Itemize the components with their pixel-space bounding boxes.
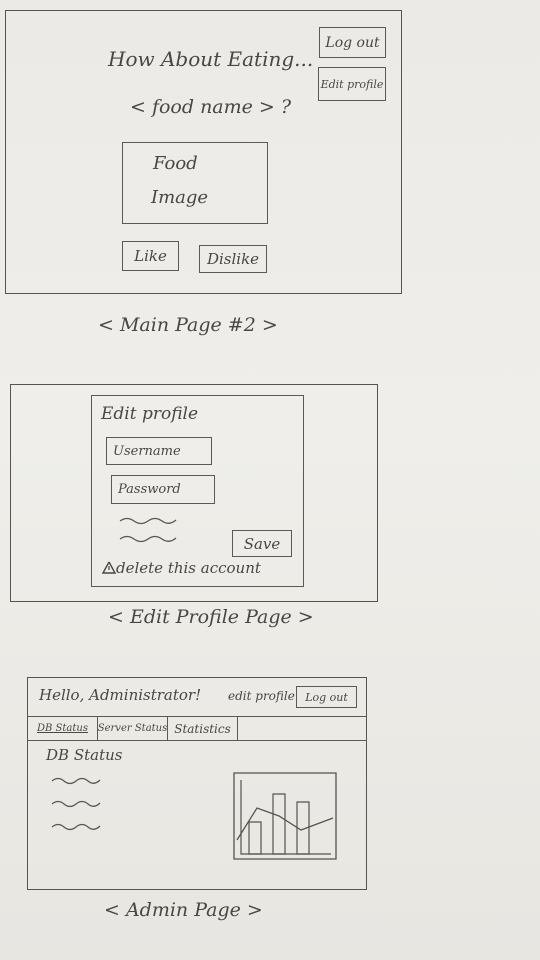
like-button[interactable]: Like (122, 241, 179, 271)
admin-section-title: DB Status (46, 746, 123, 764)
tab-db-status-label: DB Status (37, 723, 88, 734)
chart-sketch-bar-1 (249, 822, 261, 854)
main-page-frame (5, 10, 402, 294)
edit-profile-button[interactable]: Edit profile (318, 67, 386, 101)
save-button-label: Save (243, 534, 281, 553)
admin-page-caption: < Admin Page > (104, 899, 263, 921)
edit-profile-caption: < Edit Profile Page > (108, 606, 314, 628)
admin-chart-sketch (233, 772, 337, 860)
food-image-text-line1: Food (153, 153, 198, 174)
password-field[interactable]: Password (111, 475, 215, 504)
edit-profile-title: Edit profile (101, 404, 199, 424)
tab-db-status[interactable]: DB Status (28, 717, 98, 741)
admin-logout-button[interactable]: Log out (296, 686, 357, 708)
admin-squiggle-2 (50, 797, 102, 809)
admin-edit-profile-link[interactable]: edit profile (228, 689, 295, 703)
warning-triangle-icon (102, 561, 116, 574)
like-button-label: Like (134, 247, 167, 265)
admin-logout-button-label: Log out (305, 690, 348, 704)
admin-header-bar (27, 677, 367, 717)
edit-profile-squiggle-2 (118, 532, 178, 544)
food-image-text-line2: Image (151, 187, 209, 208)
food-image-placeholder: Food Image (122, 142, 268, 224)
admin-page-frame (27, 677, 367, 890)
dislike-button[interactable]: Dislike (199, 245, 267, 273)
tab-statistics-label: Statistics (174, 721, 231, 736)
chart-sketch-frame (234, 773, 336, 859)
admin-squiggle-1 (50, 774, 102, 786)
save-button[interactable]: Save (232, 530, 292, 557)
edit-profile-page-frame (10, 384, 378, 602)
chart-sketch-bar-2 (273, 794, 285, 854)
admin-squiggle-3 (50, 820, 102, 832)
tab-statistics[interactable]: Statistics (168, 717, 238, 741)
chart-sketch-line (237, 808, 333, 840)
main-page-caption: < Main Page #2 > (98, 314, 278, 336)
admin-greeting: Hello, Administrator! (39, 686, 202, 704)
dislike-button-label: Dislike (206, 250, 260, 268)
password-placeholder: Password (118, 482, 181, 497)
logout-button[interactable]: Log out (319, 27, 386, 58)
username-placeholder: Username (113, 443, 181, 459)
delete-account-link[interactable]: delete this account (116, 559, 261, 577)
food-name-label: < food name > ? (130, 96, 292, 118)
tab-server-status[interactable]: Server Status (98, 717, 168, 741)
edit-profile-button-label: Edit profile (320, 77, 384, 91)
logout-button-label: Log out (325, 34, 380, 51)
edit-profile-squiggle-1 (118, 514, 178, 526)
tab-server-status-label: Server Status (97, 723, 168, 734)
username-field[interactable]: Username (106, 437, 212, 465)
edit-profile-panel (91, 395, 304, 587)
chart-sketch-axes (241, 780, 331, 854)
main-page-headline: How About Eating... (108, 47, 314, 71)
